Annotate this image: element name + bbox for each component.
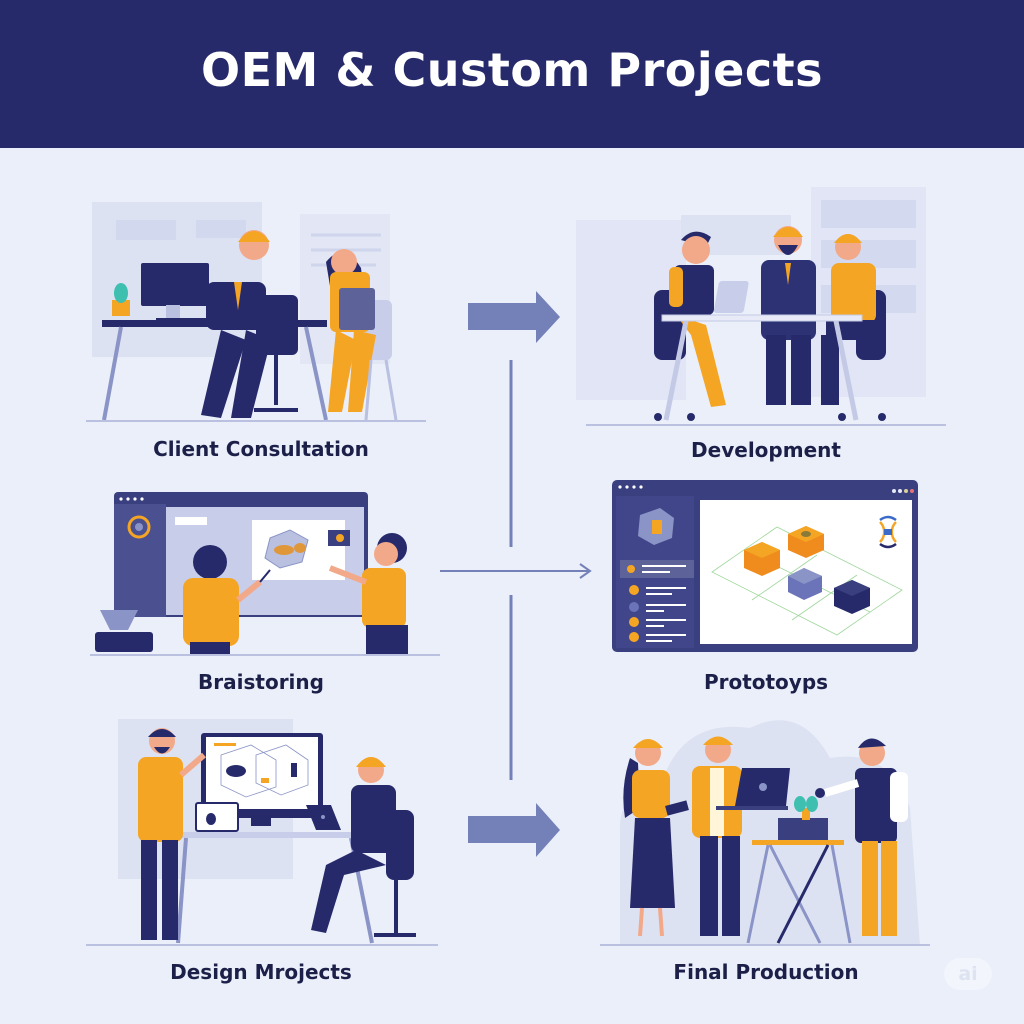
man-with-laptop <box>669 231 749 407</box>
woman-with-hardhat-seated <box>311 757 416 937</box>
prototypes-illustration <box>612 480 918 652</box>
final-production-illustration <box>600 720 930 946</box>
desk <box>158 832 398 838</box>
step-label-design-projects: Design Mrojects <box>170 960 352 984</box>
navy-block <box>834 580 870 614</box>
page-title: OEM & Custom Projects <box>201 43 823 97</box>
orange-block-2 <box>788 526 824 558</box>
lavender-block <box>788 568 822 600</box>
window-controls <box>892 489 914 493</box>
meeting-table <box>661 314 863 322</box>
bowl-stand <box>95 610 153 652</box>
step-label-client-consultation: Client Consultation <box>153 437 369 461</box>
client-consultation-illustration <box>86 202 426 422</box>
woman-with-tablet-hardhat <box>623 739 689 937</box>
arrow-top <box>468 291 560 343</box>
arrow-bottom <box>468 803 560 857</box>
sidebar-selected-row <box>620 560 694 578</box>
laptop-icon-2 <box>306 805 341 830</box>
monitor-icon <box>141 263 216 321</box>
arrow-middle <box>440 563 592 579</box>
man-with-laptop-hardhat <box>692 736 790 936</box>
plant-icon <box>112 283 130 316</box>
connector-arrows <box>440 291 592 857</box>
step-label-prototypes: Prototoyps <box>703 670 829 694</box>
work-table <box>746 796 852 944</box>
brainstorming-illustration <box>90 492 440 656</box>
man-in-suit-with-hardhat <box>201 230 298 418</box>
woman-presenting <box>328 533 408 655</box>
orange-block-1 <box>744 542 780 576</box>
monitor-with-cad <box>201 733 323 826</box>
step-label-development: Development <box>691 438 841 462</box>
person-holding-stylus <box>183 545 271 654</box>
step-label-brainstorming: Braistoring <box>198 670 324 694</box>
step-label-final-production: Final Production <box>673 960 859 984</box>
header-banner: OEM & Custom Projects <box>0 0 1024 148</box>
design-projects-illustration <box>86 719 438 946</box>
bearded-man-standing <box>138 728 206 940</box>
man-in-vest <box>815 738 908 936</box>
sidebar-list <box>629 585 686 642</box>
development-illustration <box>576 187 946 426</box>
laptop-icon <box>195 802 239 832</box>
woman-with-tablet <box>326 249 398 421</box>
ai-watermark-badge: ai <box>944 958 992 990</box>
rotate-gizmo-icon <box>879 515 897 549</box>
